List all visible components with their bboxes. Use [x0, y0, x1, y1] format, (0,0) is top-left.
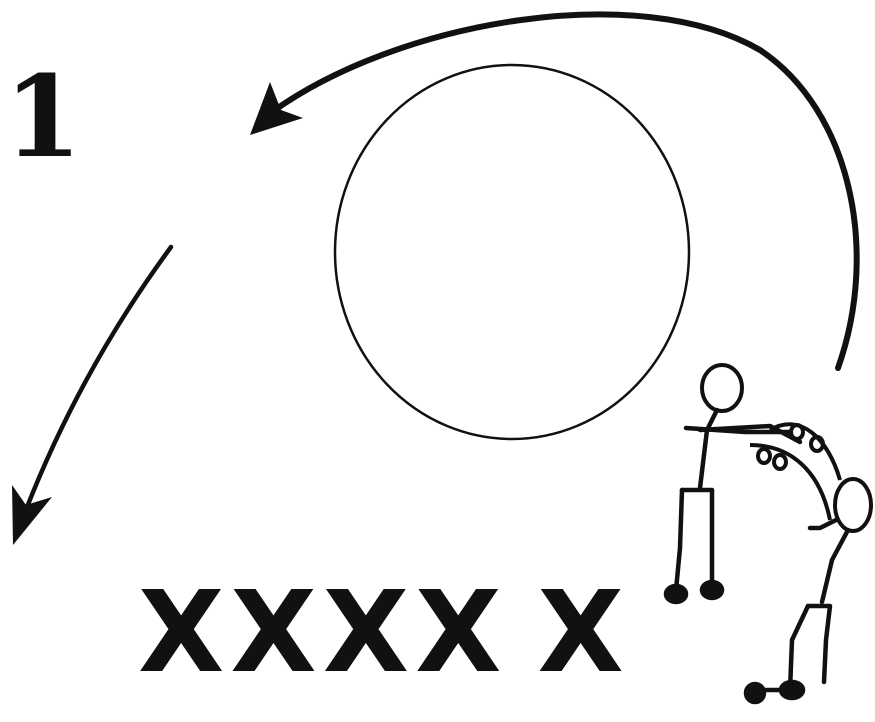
hand-links [750, 424, 840, 520]
diagonal-arrow-path [22, 247, 171, 520]
curved-arrow-path [272, 14, 857, 368]
player-marker-3: X [323, 577, 409, 689]
curved-arrowhead-icon [250, 82, 303, 135]
center-circle [335, 65, 689, 439]
player-marker-5: X [537, 577, 623, 689]
stick-figure-bent [746, 479, 871, 702]
player-marker-1: X [138, 577, 224, 689]
figure-number: 1 [4, 62, 80, 174]
player-marker-4: X [415, 577, 501, 689]
player-marker-2: X [230, 577, 316, 689]
stick-figure-front [666, 365, 800, 602]
player-markers-row: X X X X X [138, 588, 630, 678]
